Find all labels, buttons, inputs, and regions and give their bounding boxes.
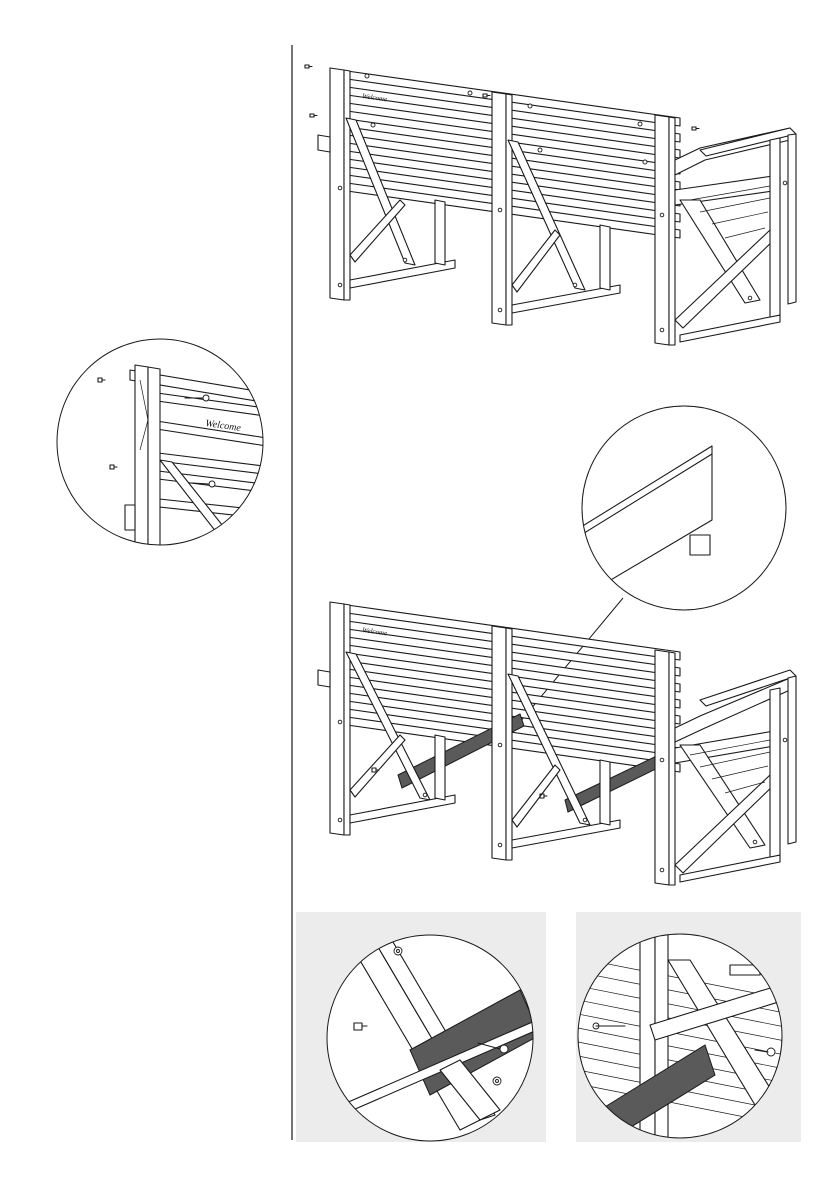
top-bench-illustration: Welcome [305, 65, 796, 345]
detail-upper-left: Welcome [57, 339, 280, 560]
detail-bottom-left [296, 912, 560, 1150]
bottom-bench-illustration: Welcome [318, 602, 796, 885]
detail-screw-icon-upper [98, 378, 105, 382]
detail-bottom-right [575, 912, 805, 1150]
detail-screw-icon-lower [110, 465, 117, 469]
